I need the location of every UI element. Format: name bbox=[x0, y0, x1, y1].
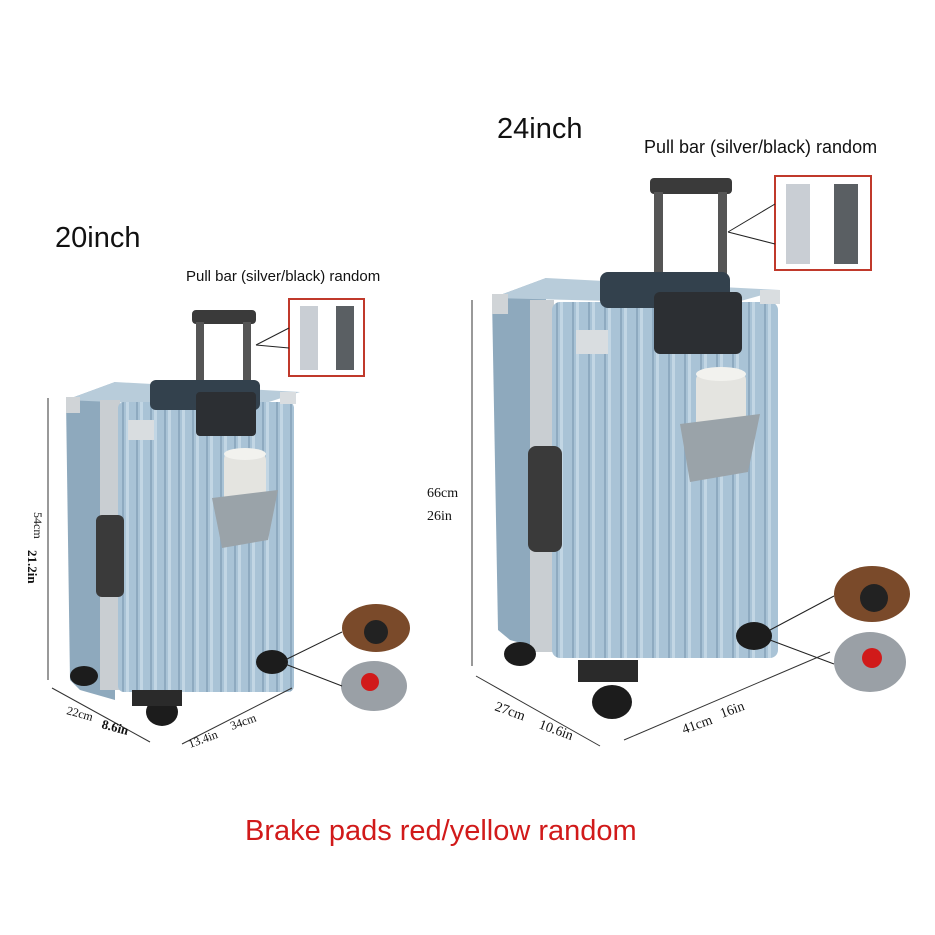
small-height-cm: 54cm bbox=[31, 512, 45, 539]
cup-holder-large bbox=[680, 367, 760, 482]
small-width-in: 13.4in bbox=[186, 727, 219, 751]
telescopic-handle-large bbox=[650, 178, 732, 322]
pull-bar-callout-small bbox=[255, 298, 365, 377]
wheels-small bbox=[70, 650, 288, 726]
suitcase-front-small bbox=[118, 402, 294, 692]
wheels-large bbox=[504, 622, 772, 719]
suitcase-24inch bbox=[492, 178, 780, 719]
telescopic-handle-small bbox=[192, 310, 256, 422]
side-handle-small bbox=[96, 515, 124, 597]
cup-holder-small bbox=[212, 448, 278, 548]
pull-bar-callout-large bbox=[727, 175, 872, 271]
pull-bar-note-large: Pull bar (silver/black) random bbox=[644, 137, 878, 157]
small-depth-cm: 22cm bbox=[65, 703, 95, 724]
dimensions-small bbox=[47, 398, 293, 745]
side-handle-large bbox=[528, 446, 562, 552]
small-width-cm: 34cm bbox=[228, 710, 258, 733]
small-height-in: 21.2in bbox=[25, 550, 40, 584]
brake-callout-small bbox=[284, 604, 410, 711]
large-depth-cm: 27cm bbox=[493, 700, 527, 725]
size-label-20inch: 20inch bbox=[55, 222, 141, 254]
suitcase-front-large bbox=[552, 302, 778, 658]
dimensions-large bbox=[471, 300, 831, 747]
brake-callout-large bbox=[769, 566, 910, 692]
small-depth-in: 8.6in bbox=[100, 716, 131, 738]
large-height-in: 26in bbox=[427, 509, 452, 524]
brake-pads-note: Brake pads red/yellow random bbox=[245, 815, 637, 847]
pull-bar-note-small: Pull bar (silver/black) random bbox=[186, 268, 381, 285]
large-width-in: 16in bbox=[718, 699, 747, 722]
size-label-24inch: 24inch bbox=[497, 113, 583, 145]
suitcase-20inch bbox=[66, 310, 300, 726]
large-width-cm: 41cm bbox=[680, 713, 714, 738]
large-height-cm: 66cm bbox=[427, 486, 458, 501]
